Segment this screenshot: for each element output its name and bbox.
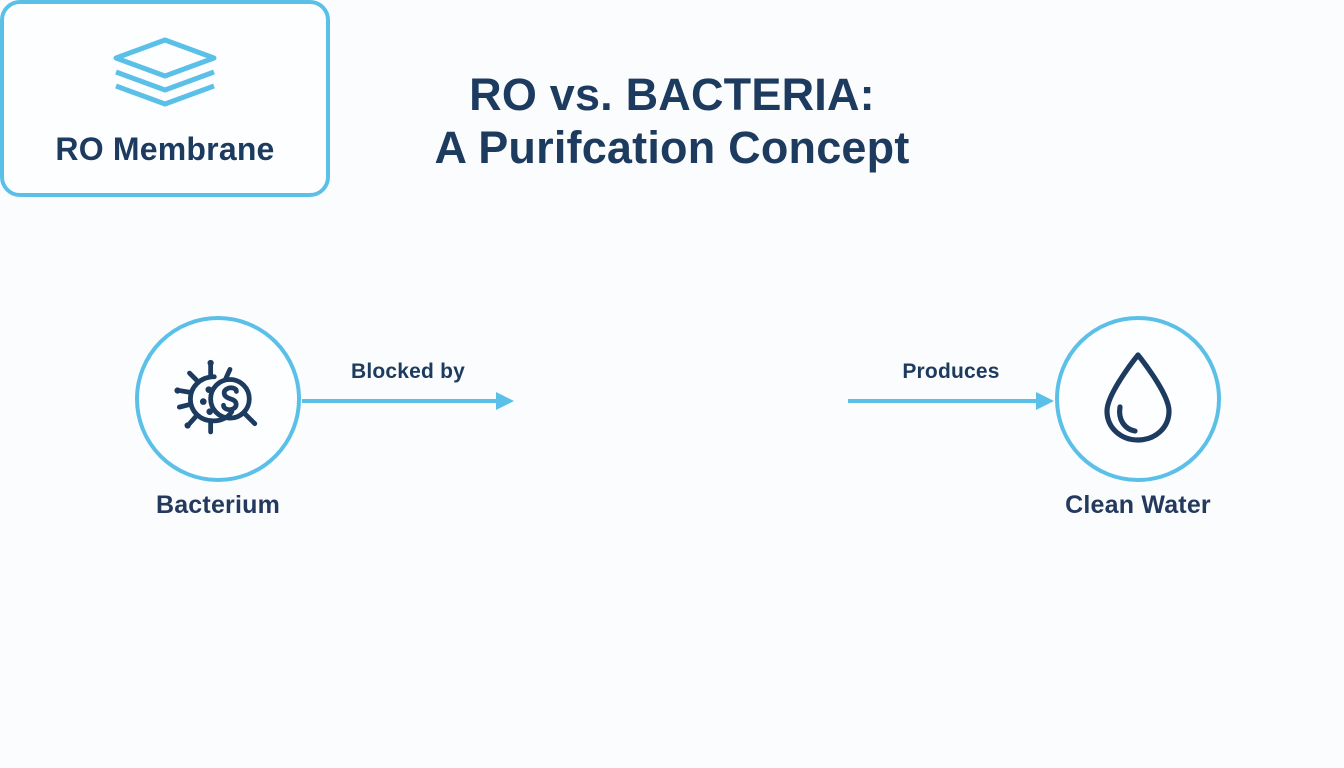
node-clean-water[interactable] bbox=[1055, 316, 1221, 482]
page-title: RO vs. BACTERIA: A Purifcation Concept bbox=[0, 68, 1344, 174]
node-label-ro-membrane: RO Membrane bbox=[55, 130, 275, 167]
title-line-1: RO vs. BACTERIA: bbox=[469, 69, 875, 120]
title-line-2: A Purifcation Concept bbox=[434, 122, 910, 174]
node-bacterium[interactable] bbox=[135, 316, 301, 482]
connector-bacterium-to-membrane bbox=[302, 386, 514, 416]
arrow-right-icon bbox=[302, 392, 514, 410]
connector-label-produces: Produces bbox=[902, 360, 1000, 383]
connector-label-blocked-by: Blocked by bbox=[350, 360, 466, 383]
bacterium-magnifier-icon bbox=[172, 351, 264, 448]
layers-stack-icon bbox=[110, 36, 220, 119]
connector-membrane-to-clean-water bbox=[848, 386, 1054, 416]
node-caption-clean-water: Clean Water bbox=[1065, 491, 1211, 519]
node-ro-membrane[interactable]: RO Membrane bbox=[0, 0, 330, 197]
arrow-right-icon bbox=[848, 392, 1054, 410]
water-drop-icon bbox=[1098, 349, 1178, 450]
node-caption-bacterium: Bacterium bbox=[155, 491, 281, 519]
